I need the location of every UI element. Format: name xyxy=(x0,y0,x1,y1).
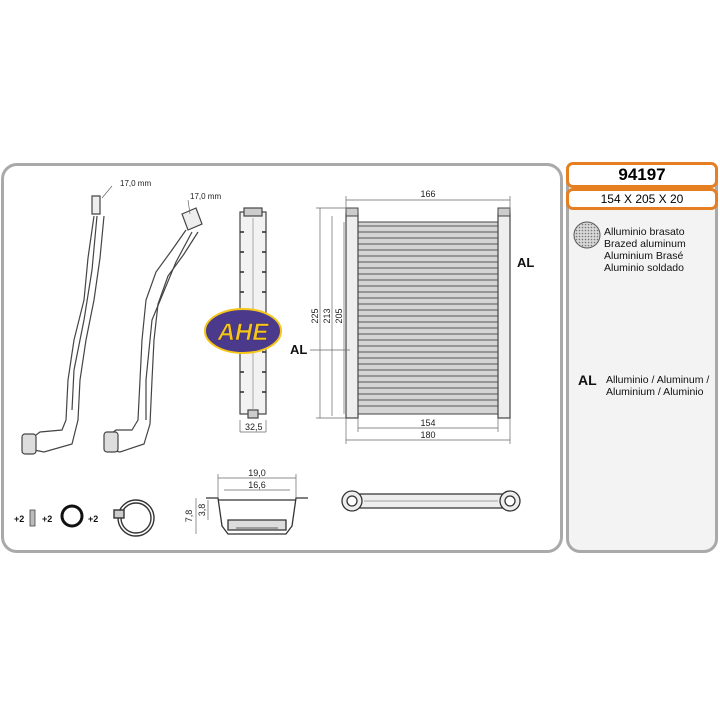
material-line-2: Brazed aluminum xyxy=(604,238,686,250)
clip-icon xyxy=(29,509,36,527)
core-height-225: 225 xyxy=(310,308,320,323)
al-material-line-1: Alluminio / Aluminum / xyxy=(606,374,710,386)
al-label-right: AL xyxy=(517,255,534,270)
al-material-line-2: Aluminium / Aluminio xyxy=(606,386,704,398)
section-detail xyxy=(206,497,308,535)
section-width-19: 19,0 xyxy=(248,468,266,478)
material-line-3: Aluminium Brasé xyxy=(604,250,684,262)
o-ring-icon xyxy=(60,504,84,528)
side-width-label: 32,5 xyxy=(245,422,263,432)
al-label-left: AL xyxy=(290,342,307,357)
material-line-1: Alluminio brasato xyxy=(604,226,685,238)
brazed-aluminum-swatch-icon xyxy=(573,221,601,249)
accessory-qty-2: +2 xyxy=(42,514,52,524)
core-width-180: 180 xyxy=(420,430,435,440)
core-width-154: 154 xyxy=(420,418,435,428)
pipe-2-diameter: 17,0 mm xyxy=(190,192,221,201)
pipe-1-diameter: 17,0 mm xyxy=(120,179,151,188)
material-line-4: Aluminio soldado xyxy=(604,262,684,274)
ahe-logo-text: AHE xyxy=(217,319,270,346)
core-width-166: 166 xyxy=(420,189,435,199)
product-dimensions: 154 X 205 X 20 xyxy=(566,188,718,210)
hose-clamp-icon xyxy=(113,499,155,537)
section-height-38: 3,8 xyxy=(197,504,207,517)
ahe-logo: AHE xyxy=(204,308,282,354)
top-view xyxy=(341,490,521,512)
section-height-78: 7,8 xyxy=(184,510,194,523)
product-code: 94197 xyxy=(566,162,718,188)
accessory-qty-1: +2 xyxy=(14,514,24,524)
core-height-213: 213 xyxy=(322,308,332,323)
pipe-1 xyxy=(21,195,105,455)
pipe-2 xyxy=(103,207,203,453)
accessory-qty-3: +2 xyxy=(88,514,98,524)
al-material-label: AL xyxy=(578,372,597,388)
core-front-view xyxy=(345,207,511,419)
core-height-205: 205 xyxy=(334,308,344,323)
section-width-16: 16,6 xyxy=(248,480,266,490)
